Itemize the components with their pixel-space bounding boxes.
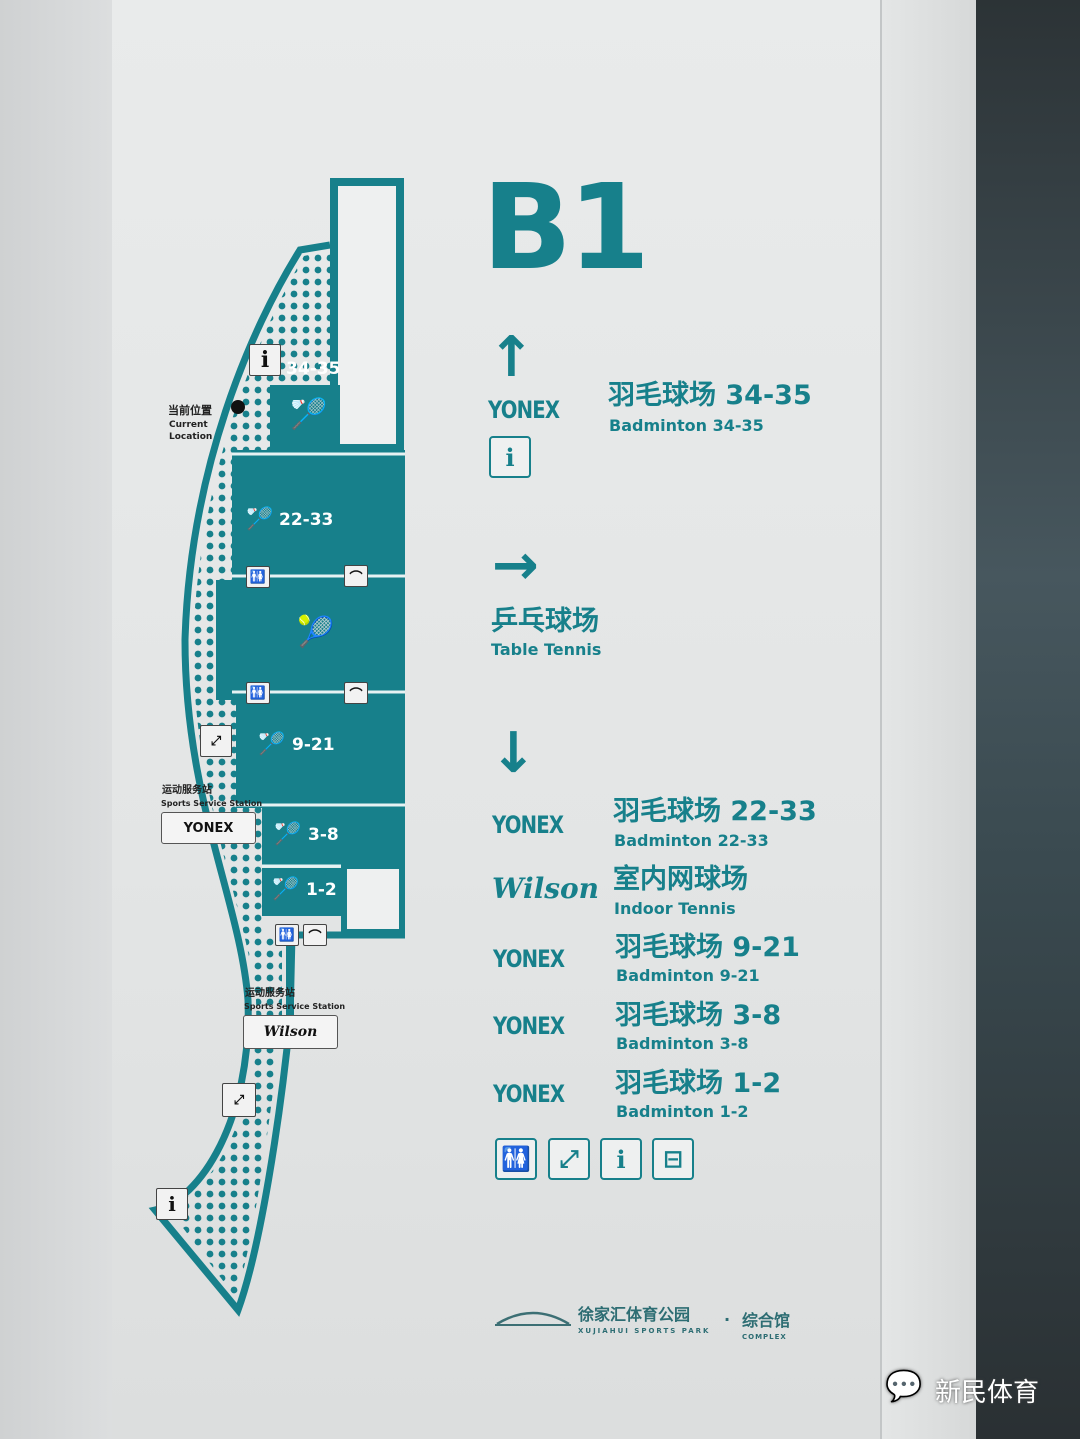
arrow-down-icon: ↓ [490,721,537,786]
complex-zh: 综合馆 [742,1311,791,1330]
separator: · [724,1310,731,1329]
arrow-right-icon: → [492,533,539,598]
wall-left [0,0,112,1439]
wilson-logo: Wilson [263,1024,318,1040]
map-info-icon: i [156,1188,188,1220]
info-icon: i [600,1138,642,1180]
cloakroom-icon: ⌒ [344,682,368,704]
yonex-logo: YONEX [493,1012,565,1040]
escalator-icon: ⤢ [200,725,232,757]
yonex-logo: YONEX [493,1080,565,1108]
restroom-icon: 🚻 [246,566,270,588]
escalator-icon: ⤢ [222,1083,256,1117]
service-station-zh: 运动服务站 [162,785,212,796]
dotted-corridor [168,250,330,1298]
window-background [976,0,1080,1439]
wechat-icon: 💬 [885,1369,923,1404]
restroom-icon: 🚻 [495,1138,537,1180]
watermark: 新民体育 [935,1378,1040,1408]
tennis-player-icon: 🎾 [297,615,335,650]
current-location-dot [231,400,245,414]
direction-en: Indoor Tennis [614,899,736,918]
arrow-up-icon: ↑ [488,325,535,390]
map-court-label: 22-33 [279,510,334,530]
service-station-en: Sports Service Station [161,799,263,808]
direction-en: Badminton 1-2 [616,1102,749,1121]
service-station-en: Sports Service Station [244,1002,346,1011]
badminton-player-icon: 🏸 [290,397,328,432]
court-block-main [216,450,405,808]
adjacent-panel [880,0,978,1439]
direction-zh: 室内网球场 [613,864,748,895]
badminton-player-icon: 🏸 [258,732,286,757]
direction-en: Badminton 34-35 [609,416,764,435]
service-station-icon: ⊟ [652,1138,694,1180]
direction-zh: 羽毛球场 1-2 [615,1068,782,1099]
badminton-player-icon: 🏸 [246,507,274,532]
court-block-1-2 [262,868,344,916]
floor-label: B1 [482,158,650,296]
park-name-en: XUJIAHUI SPORTS PARK [578,1327,711,1335]
badminton-player-icon: 🏸 [272,877,300,902]
direction-zh: 羽毛球场 3-8 [615,1000,782,1031]
cloakroom-icon: ⌒ [344,565,368,587]
direction-en: Badminton 9-21 [616,966,760,985]
escalator-icon: ⤢ [548,1138,590,1180]
cloakroom-icon: ⌒ [303,924,327,946]
info-icon: i [489,436,531,478]
park-name-zh: 徐家汇体育公园 [578,1305,691,1324]
tennis-box [341,863,405,935]
map-outline [148,241,405,1317]
restroom-icon: 🚻 [246,682,270,704]
service-station-zh: 运动服务站 [245,988,295,999]
current-location-en2: Location [169,432,213,442]
direction-en: Badminton 3-8 [616,1034,749,1053]
map-info-icon: i [249,344,281,376]
map-court-label: 3-8 [308,825,339,845]
wilson-service-station: Wilson [243,1015,338,1049]
direction-zh: 羽毛球场 9-21 [615,932,800,963]
current-location-zh: 当前位置 [168,404,212,417]
yonex-logo: YONEX [183,820,234,836]
current-location-en1: Current [169,420,208,430]
direction-zh: 乒乓球场 [491,606,599,637]
restroom-icon: 🚻 [275,924,299,946]
direction-zh: 羽毛球场 22-33 [613,796,817,827]
complex-en: COMPLEX [742,1333,787,1341]
court-block-34-35 [270,385,340,450]
park-logo-icon [495,1311,571,1326]
direction-en: Badminton 22-33 [614,831,769,850]
map-court-label: 9-21 [292,735,335,755]
map-court-label: 1-2 [306,880,337,900]
yonex-service-station: YONEX [161,812,256,844]
court-block-3-8 [262,808,405,866]
map-court-label: 34-35 [286,359,341,379]
direction-en: Table Tennis [491,640,602,659]
direction-zh: 羽毛球场 34-35 [608,380,812,411]
badminton-player-icon: 🏸 [274,822,302,847]
wilson-logo: Wilson [492,872,600,905]
yonex-logo: YONEX [493,945,565,973]
yonex-logo: YONEX [492,811,564,839]
yonex-logo: YONEX [488,396,560,424]
building-block [330,178,404,452]
